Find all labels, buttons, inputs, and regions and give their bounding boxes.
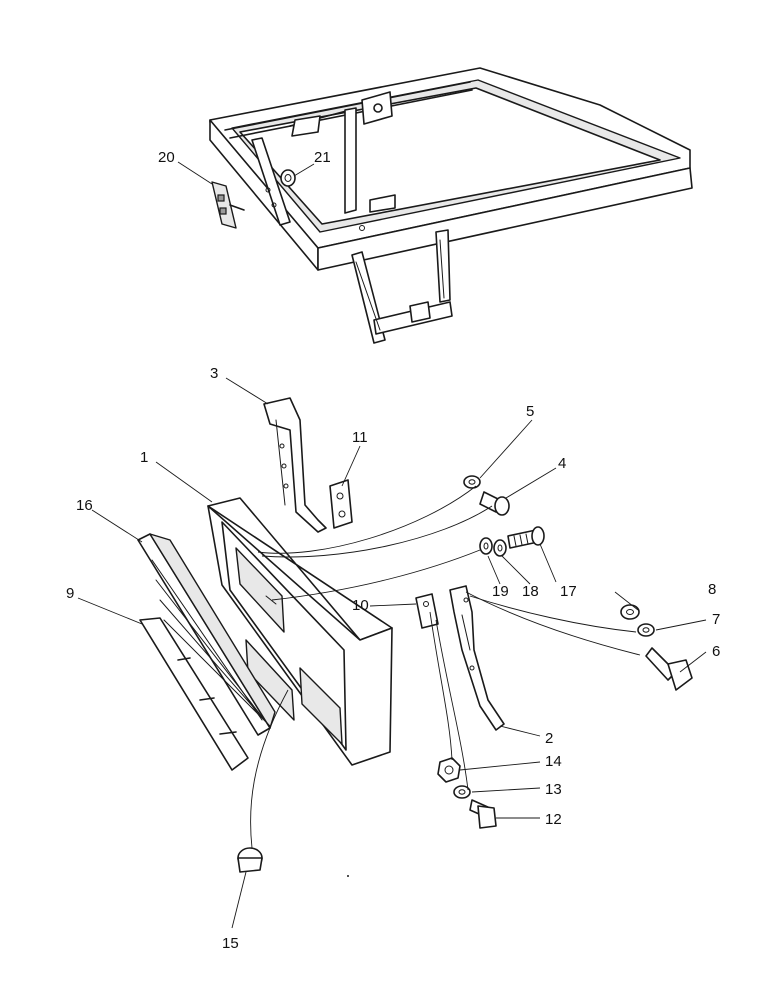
callout-8: 8 bbox=[708, 581, 716, 598]
part-15-plug bbox=[237, 847, 263, 873]
callout-3: 3 bbox=[210, 365, 218, 382]
callout-2: 2 bbox=[545, 730, 553, 747]
callout-9: 9 bbox=[66, 585, 74, 602]
part-5-washer bbox=[463, 475, 481, 489]
part-19-washer bbox=[479, 537, 493, 555]
callout-1: 1 bbox=[140, 449, 148, 466]
callout-10: 10 bbox=[352, 597, 369, 614]
callout-21: 21 bbox=[314, 149, 331, 166]
callout-20: 20 bbox=[158, 149, 175, 166]
callout-14: 14 bbox=[545, 753, 562, 770]
part-8-washer bbox=[620, 604, 640, 620]
callout-17: 17 bbox=[560, 583, 577, 600]
part-3-bracket bbox=[263, 397, 327, 533]
part-20-plate bbox=[211, 181, 245, 229]
part-17-bolt bbox=[507, 526, 545, 549]
callout-19: 19 bbox=[492, 583, 509, 600]
callout-5: 5 bbox=[526, 403, 534, 420]
callout-6: 6 bbox=[712, 643, 720, 660]
part-6-bolt bbox=[645, 647, 693, 691]
part-13-lockwasher bbox=[453, 785, 471, 799]
part-4-screw bbox=[479, 491, 510, 516]
part-9-panel bbox=[139, 617, 249, 771]
callout-11: 11 bbox=[352, 429, 368, 446]
callout-7: 7 bbox=[712, 611, 720, 628]
callout-13: 13 bbox=[545, 781, 562, 798]
callout-15: 15 bbox=[222, 935, 239, 952]
callout-lines bbox=[77, 161, 707, 929]
part-7-lockwasher bbox=[637, 623, 655, 637]
part-11-bracket bbox=[329, 479, 353, 529]
part-1-grille-surround bbox=[207, 497, 393, 766]
callout-18: 18 bbox=[522, 583, 539, 600]
callout-labels: 1 2 3 4 5 6 7 8 9 10 11 12 13 14 15 16 1… bbox=[66, 149, 720, 952]
callout-4: 4 bbox=[558, 455, 566, 472]
part-10-bracket bbox=[415, 593, 439, 629]
chassis-frame bbox=[209, 67, 693, 344]
callout-16: 16 bbox=[76, 497, 93, 514]
part-12-bolt bbox=[469, 799, 497, 829]
part-14-nut bbox=[437, 757, 461, 783]
callout-12: 12 bbox=[545, 811, 562, 828]
part-18-washer bbox=[493, 539, 507, 557]
part-21-nut bbox=[280, 169, 296, 187]
part-16-grille bbox=[137, 533, 276, 736]
speck bbox=[347, 875, 349, 877]
assembly-leaders bbox=[250, 485, 641, 849]
part-2-bracket bbox=[449, 585, 505, 731]
